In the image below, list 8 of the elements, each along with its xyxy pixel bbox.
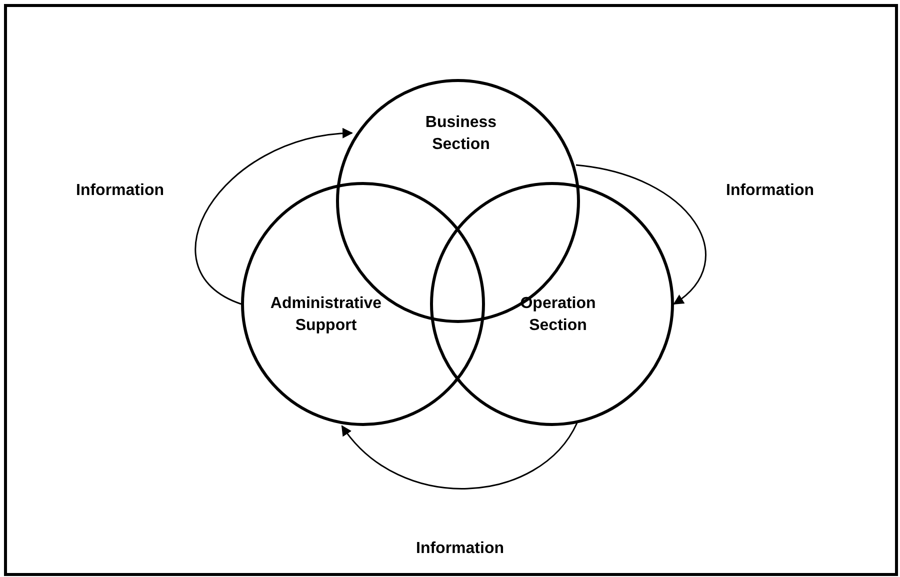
- circle: [430, 182, 674, 426]
- circle-label: Operation Section: [519, 294, 597, 336]
- circle-label: Business Section: [424, 113, 498, 155]
- curved-arrow: [576, 164, 706, 305]
- circle: [241, 182, 485, 426]
- curved-arrow: [194, 128, 354, 305]
- curved-arrow: [341, 422, 578, 490]
- circle-label: Administrative Support: [269, 294, 383, 336]
